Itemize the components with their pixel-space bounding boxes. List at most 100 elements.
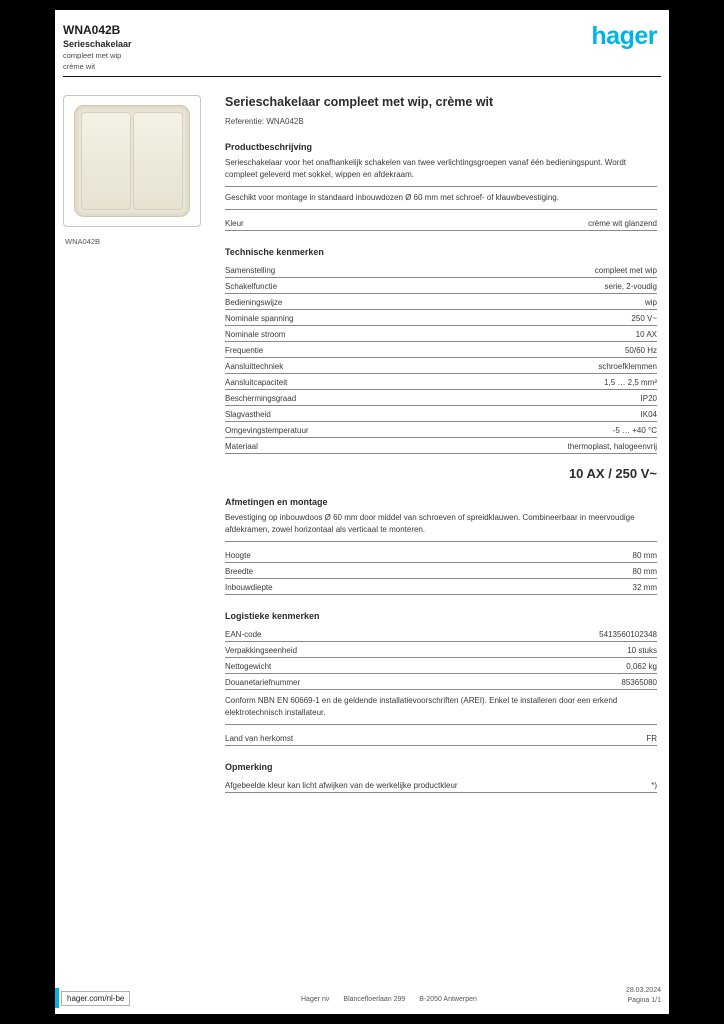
spec-value: IP20 [640, 393, 657, 403]
spec-value: 5413560102348 [599, 629, 657, 639]
spec-row: Schakelfunctie serie, 2-voudig [225, 278, 657, 295]
spec-row: Materiaal thermoplast, halogeenvrij [225, 438, 657, 455]
logistics-heading: Logistieke kenmerken [225, 611, 320, 622]
spec-value: 10 stuks [627, 645, 657, 655]
header-product-name: Serieschakelaar [63, 39, 132, 50]
header-product-detail: compleet met wip [63, 51, 122, 61]
spec-value: 1,5 … 2,5 mm² [604, 377, 657, 387]
product-image-caption: WNA042B [65, 237, 101, 247]
spec-label: Verpakkingseenheid [225, 645, 298, 655]
footer-address-item: Hager nv [301, 996, 330, 1003]
spec-row: Samenstelling compleet met wip [225, 262, 657, 279]
technical-rows: Samenstelling compleet met wip Schakelfu… [225, 262, 657, 455]
footer-meta: 28.03.2024 Pagina 1/1 [626, 986, 661, 1006]
spec-value: -5 … +40 °C [612, 425, 657, 435]
product-reference: WNA042B [63, 23, 121, 37]
spec-value: FR [646, 733, 657, 743]
spec-value: 80 mm [632, 566, 657, 576]
spec-row: Omgevingstemperatuur -5 … +40 °C [225, 422, 657, 439]
spec-row: EAN-code 5413560102348 [225, 626, 657, 643]
footer-meta-item: 28.03.2024 [625, 987, 661, 995]
spec-row: Nominale stroom 10 AX [225, 326, 657, 343]
spec-value: 0,062 kg [626, 661, 657, 671]
footer-address: Hager nv Blancefloerlaan 299 B-2050 Antw… [301, 996, 477, 1003]
spec-value: IK04 [640, 409, 657, 419]
spec-value: 32 mm [632, 582, 657, 592]
section-note: Opmerking Afgebeelde kleur kan licht afw… [225, 762, 657, 794]
spec-label: Bedieningswijze [225, 297, 283, 307]
dimensions-rows: Hoogte 80 mm Breedte 80 mm Inbouwdiepte [225, 547, 657, 596]
spec-label: Inbouwdiepte [225, 582, 273, 592]
logistics-rows: EAN-code 5413560102348 Verpakkingseenhei… [225, 626, 657, 691]
page-content: WNA042B Serieschakelaar compleet met wip… [55, 77, 669, 794]
left-column: WNA042B [63, 95, 213, 793]
logistics-paragraph: Conform NBN EN 60669-1 en de geldende in… [225, 695, 657, 726]
spec-row: Douanetariefnummer 85365080 [225, 674, 657, 691]
spec-label: Land van herkomst [225, 733, 294, 743]
spec-label: Nominale spanning [225, 313, 294, 323]
spec-value: 10 AX [635, 329, 657, 339]
spec-value: schroefklemmen [598, 361, 657, 371]
spec-row: Hoogte 80 mm [225, 547, 657, 564]
spec-label: Nettogewicht [225, 661, 272, 671]
spec-value: 250 V~ [631, 313, 657, 323]
spec-label: Samenstelling [225, 265, 276, 275]
spec-row: Beschermingsgraad IP20 [225, 390, 657, 407]
spec-label: Schakelfunctie [225, 281, 278, 291]
spec-value: 80 mm [632, 550, 657, 560]
product-image [63, 95, 201, 228]
footnote-marker: *) [651, 780, 657, 790]
switch-illustration [74, 105, 190, 218]
switch-rocker-left [81, 112, 131, 211]
header-product-color: crème wit [63, 62, 96, 72]
footer-accent-bar [55, 988, 59, 1008]
spec-value: serie, 2-voudig [604, 281, 657, 291]
note-heading: Opmerking [225, 762, 273, 773]
dimensions-paragraph: Bevestiging op inbouwdoos Ø 60 mm door m… [225, 512, 657, 543]
spec-label: Omgevingstemperatuur [225, 425, 309, 435]
spec-value: 85365080 [621, 677, 657, 687]
footer-meta-item: Pagina 1/1 [627, 997, 661, 1005]
spec-label: EAN-code [225, 629, 262, 639]
spec-label: Frequentie [225, 345, 264, 355]
spec-label: Aansluittechniek [225, 361, 284, 371]
spec-value: compleet met wip [594, 265, 657, 275]
spec-label: Hoogte [225, 550, 251, 560]
spec-label: Materiaal [225, 441, 258, 451]
hager-logo: hager [591, 22, 657, 50]
header-product-block: WNA042B Serieschakelaar compleet met wip… [63, 23, 132, 72]
spec-label: Aansluitcapaciteit [225, 377, 288, 387]
page-title: Serieschakelaar compleet met wip, crème … [225, 95, 494, 110]
datasheet-page: WNA042B Serieschakelaar compleet met wip… [55, 10, 669, 1014]
rating-highlight: 10 AX / 250 V~ [568, 466, 657, 482]
footer-address-item: B-2050 Antwerpen [419, 996, 477, 1003]
spec-row: Inbouwdiepte 32 mm [225, 579, 657, 596]
spec-row: Slagvastheid IK04 [225, 406, 657, 423]
product-subtitle: Referentie: WNA042B [225, 117, 304, 127]
switch-rocker-right [133, 112, 183, 211]
technical-heading: Technische kenmerken [225, 247, 324, 258]
spec-value: 50/60 Hz [624, 345, 657, 355]
spec-row: Aansluitcapaciteit 1,5 … 2,5 mm² [225, 374, 657, 391]
description-paragraph-2: Geschikt voor montage in standaard inbou… [225, 192, 657, 211]
spec-row: Frequentie 50/60 Hz [225, 342, 657, 359]
spec-row: Aansluittechniek schroefklemmen [225, 358, 657, 375]
note-row: Afgebeelde kleur kan licht afwijken van … [225, 777, 657, 794]
section-description: Productbeschrijving Serieschakelaar voor… [225, 142, 657, 232]
footer-website-link[interactable]: hager.com/nl-be [61, 991, 131, 1006]
spec-row: Verpakkingseenheid 10 stuks [225, 642, 657, 659]
spec-label: Slagvastheid [225, 409, 271, 419]
main-column: Serieschakelaar compleet met wip, crème … [213, 95, 659, 794]
footer-address-item: Blancefloerlaan 299 [343, 996, 406, 1003]
description-paragraph-1: Serieschakelaar voor het onafhankelijk s… [225, 157, 657, 188]
spec-row: Land van herkomst FR [225, 730, 657, 747]
spec-value: crème wit glanzend [588, 218, 657, 228]
spec-label: Nominale stroom [225, 329, 286, 339]
dimensions-heading: Afmetingen en montage [225, 497, 328, 508]
section-logistics: Logistieke kenmerken EAN-code 5413560102… [225, 611, 657, 747]
section-technical: Technische kenmerken Samenstelling compl… [225, 247, 657, 481]
note-text: Afgebeelde kleur kan licht afwijken van … [225, 780, 458, 790]
page-header: WNA042B Serieschakelaar compleet met wip… [55, 10, 669, 71]
spec-label: Beschermingsgraad [225, 393, 297, 403]
